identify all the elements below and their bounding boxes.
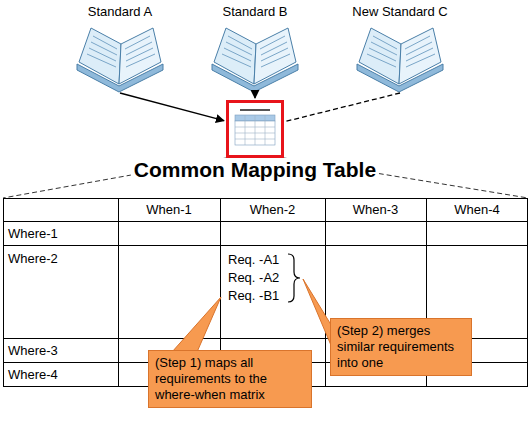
- step-callout: (Step 1) maps all requirements to the wh…: [148, 350, 312, 408]
- mapping-table-icon: Common Mapping Table: [226, 100, 284, 158]
- requirement-item: Req. -B1: [228, 288, 286, 304]
- connector-arrow: [120, 93, 224, 121]
- table-icon: [232, 106, 278, 150]
- row-header: Where-1: [8, 222, 116, 245]
- standard-book: New Standard C: [350, 4, 450, 92]
- book-icon: [212, 28, 298, 92]
- column-header: When-1: [118, 199, 220, 221]
- requirement-item: Req. -A1: [228, 252, 286, 268]
- book-icon: [77, 28, 163, 92]
- merge-brace: [288, 254, 300, 302]
- column-header: When-4: [426, 199, 528, 221]
- standard-book: Standard B: [205, 4, 305, 92]
- row-header: Where-4: [8, 363, 116, 386]
- node-label: Standard A: [70, 4, 170, 20]
- step-callout: (Step 2) merges similar requirements int…: [330, 318, 472, 376]
- connector-arrow: [286, 93, 400, 121]
- book-icon: [357, 28, 443, 92]
- callout-tail: [172, 297, 221, 352]
- node-label: Standard B: [205, 4, 305, 20]
- zoom-line: [3, 158, 528, 198]
- callout-text: (Step 2) merges similar requirements int…: [337, 323, 454, 370]
- row-header: Where-2: [8, 250, 116, 268]
- requirement-item: Req. -A2: [228, 270, 286, 286]
- node-label: New Standard C: [350, 4, 450, 20]
- column-header: When-2: [220, 199, 325, 221]
- column-header: When-3: [325, 199, 426, 221]
- standard-book: Standard A: [70, 4, 170, 92]
- callout-tail: [303, 279, 333, 350]
- callout-text: (Step 1) maps all requirements to the wh…: [155, 355, 267, 402]
- node-label: Common Mapping Table: [131, 158, 379, 182]
- connector-arrow: [254, 93, 255, 98]
- row-header: Where-3: [8, 339, 116, 362]
